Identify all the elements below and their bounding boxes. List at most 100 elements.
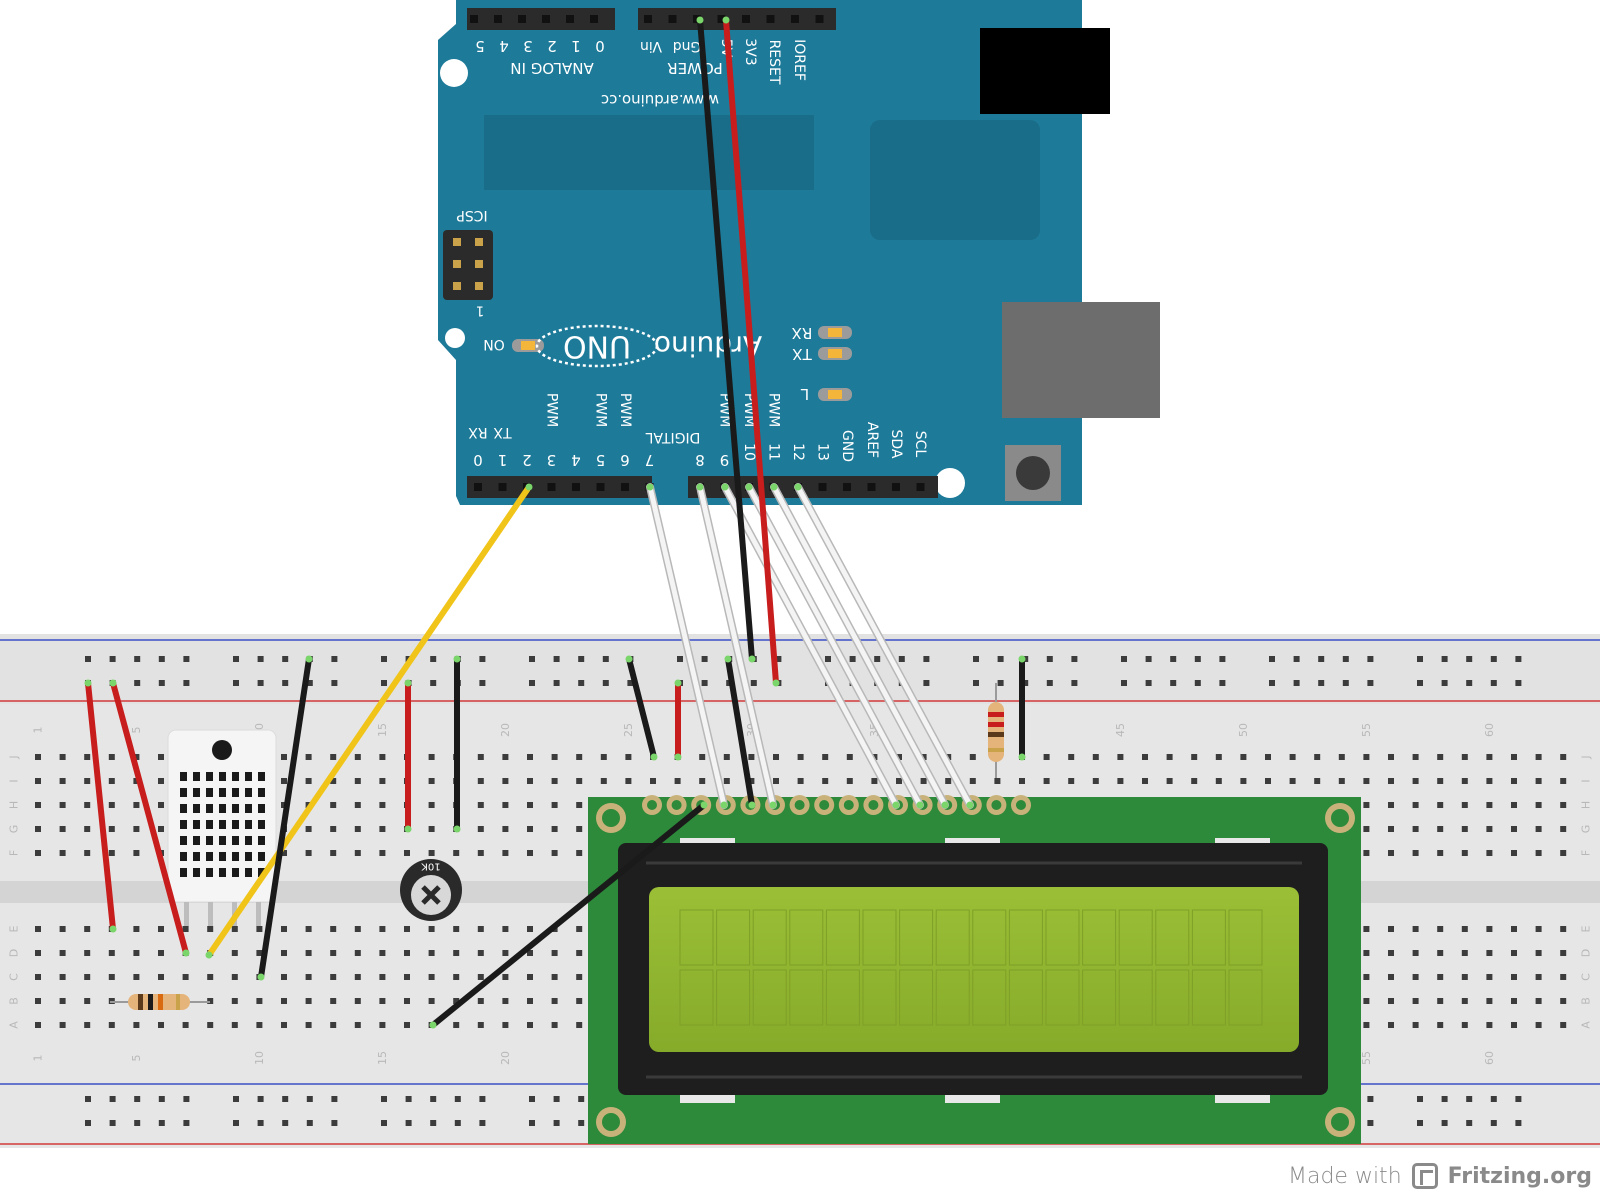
wire-red-11-end: [182, 949, 190, 957]
wire-white-5-end: [916, 801, 924, 809]
lcd-cell: [1008, 909, 1043, 966]
breadboard-hole: [35, 778, 41, 784]
potentiometer[interactable]: 10K: [400, 859, 462, 921]
breadboard-hole: [453, 950, 460, 956]
breadboard-hole: [1338, 778, 1345, 784]
rail-hole: [479, 656, 486, 662]
rail-hole: [825, 656, 831, 662]
breadboard-hole: [354, 754, 361, 760]
breadboard-hole: [108, 950, 115, 956]
wire-white-2-end: [646, 483, 654, 491]
rail-hole: [874, 656, 881, 662]
breadboard-hole: [551, 754, 558, 760]
dht-grille-slot: [232, 804, 239, 813]
rail-hole: [331, 680, 338, 686]
power-jack: [980, 28, 1110, 114]
breadboard-hole: [108, 1022, 115, 1028]
breadboard-hole: [723, 778, 730, 784]
dht-sensor-hole: [212, 740, 232, 760]
on-led-label: ON: [483, 336, 505, 352]
wire-white-2[interactable]: [647, 484, 727, 808]
rail-hole: [529, 656, 535, 662]
rail-hole: [109, 1120, 116, 1126]
breadboard-hole: [35, 974, 41, 980]
wire-yellow-1[interactable]: [206, 484, 532, 958]
breadboard-hole: [551, 850, 558, 856]
breadboard-hole: [1461, 998, 1468, 1004]
wire-red-10[interactable]: [85, 680, 116, 932]
lcd-cell: [789, 969, 824, 1026]
lcd-cell: [972, 909, 1007, 966]
breadboard-hole: [896, 754, 902, 760]
breadboard-hole: [59, 1022, 66, 1028]
breadboard-hole: [1314, 754, 1321, 760]
breadboard-hole: [896, 778, 902, 784]
dht-grille-slot: [180, 804, 187, 813]
breadboard-hole: [428, 826, 435, 832]
breadboard-hole: [1265, 778, 1271, 784]
breadboard-hole: [281, 778, 287, 784]
breadboard-hole: [108, 802, 115, 808]
breadboard-hole: [576, 826, 583, 832]
breadboard-hole: [59, 926, 66, 932]
wire-red-10-end: [84, 679, 92, 687]
row-letter: D: [1580, 949, 1593, 957]
fritzing-logo-icon: [1411, 1163, 1438, 1189]
wire-black-19[interactable]: [430, 802, 707, 1028]
dht-pin-1: [184, 902, 189, 926]
breadboard-hole: [1363, 1022, 1370, 1028]
wire-white-4-end: [892, 801, 900, 809]
breadboard-hole: [527, 754, 533, 760]
rail-hole: [1046, 680, 1053, 686]
dht-grille-slot: [180, 820, 187, 829]
digital-pin-label: 6: [620, 451, 630, 469]
wire-black-8[interactable]: [697, 17, 755, 662]
wire-black-14[interactable]: [258, 656, 312, 980]
breadboard-hole: [551, 1022, 558, 1028]
wire-red-11[interactable]: [110, 680, 189, 956]
breadboard-hole: [330, 802, 337, 808]
breadboard-hole: [797, 778, 804, 784]
wire-white-7[interactable]: [795, 484, 973, 808]
breadboard-hole: [477, 754, 484, 760]
breadboard-hole: [822, 778, 829, 784]
digital-label: DIGITAL: [645, 429, 700, 445]
breadboard-hole: [453, 998, 460, 1004]
rail-hole: [257, 1096, 264, 1102]
wire-black-17[interactable]: [725, 656, 755, 808]
breadboard-hole: [477, 950, 484, 956]
lcd-pins: [642, 795, 1031, 815]
breadboard-hole: [379, 998, 386, 1004]
lcd-cell: [1191, 969, 1226, 1026]
dht-grille-slot: [180, 772, 187, 781]
dht-grille-slot: [219, 852, 226, 861]
arduino-pcb-shade: [484, 115, 814, 190]
breadboard-hole: [133, 950, 140, 956]
wire-black-15-end: [453, 825, 461, 833]
breadboard-hole: [1437, 926, 1444, 932]
rail-hole: [1194, 680, 1201, 686]
wire-black-16[interactable]: [626, 656, 657, 760]
dht-grille-slot: [219, 772, 226, 781]
wire-white-4[interactable]: [722, 484, 899, 808]
icsp-label: ICSP: [456, 207, 487, 223]
credit-made-with: Made with: [1288, 1163, 1402, 1189]
breadboard-top-rail-area: [0, 634, 1600, 704]
on-led-light: [521, 341, 535, 350]
breadboard-hole: [84, 754, 91, 760]
digital-header-pin: [572, 483, 580, 491]
dht-grille-slot: [232, 836, 239, 845]
breadboard-hole: [1363, 998, 1370, 1004]
breadboard-hole: [1486, 998, 1493, 1004]
wire-yellow-1-end: [525, 483, 533, 491]
reset-button-cap[interactable]: [1016, 456, 1050, 490]
breadboard-hole: [502, 802, 509, 808]
breadboard-hole: [822, 754, 829, 760]
wires: [84, 16, 1026, 1029]
usb-connector: [1002, 302, 1160, 418]
wire-red-9[interactable]: [723, 17, 779, 686]
breadboard-hole: [1461, 754, 1468, 760]
wire-white-3[interactable]: [697, 484, 776, 808]
wire-white-5[interactable]: [746, 484, 923, 808]
wire-white-6[interactable]: [771, 484, 948, 808]
